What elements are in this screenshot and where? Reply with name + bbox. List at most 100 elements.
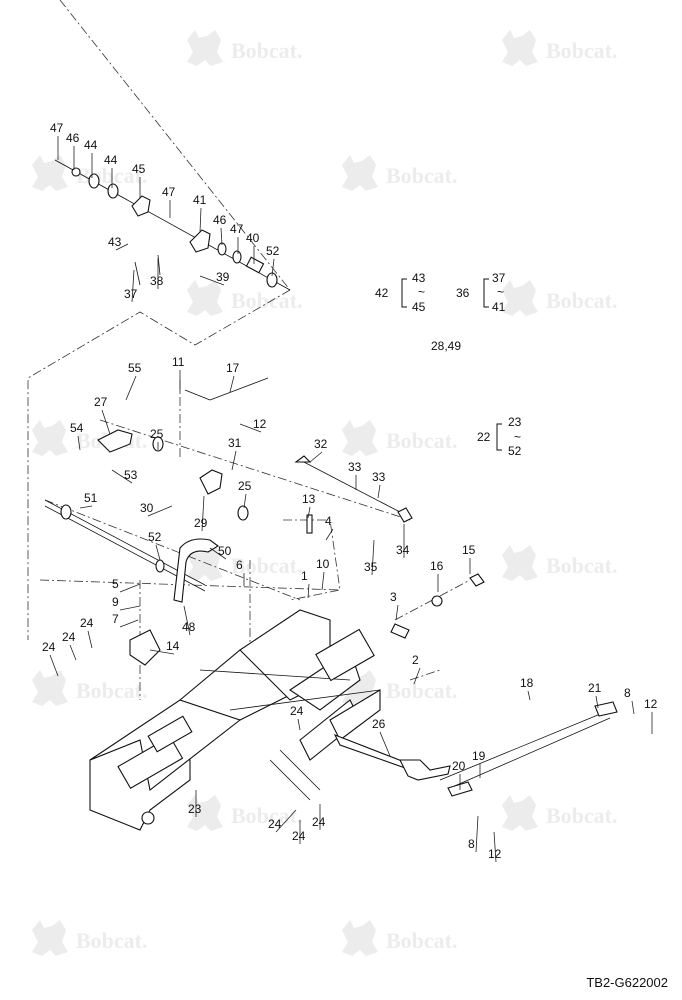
bobcat-logo-icon: [502, 30, 538, 66]
bobcat-watermark: Bobcat.: [342, 670, 458, 706]
leader-line: [111, 469, 133, 484]
group-note: 28,49: [431, 339, 461, 353]
bobcat-watermark: Bobcat.: [502, 30, 618, 66]
callout: 47: [50, 121, 64, 160]
leader-line: [379, 731, 391, 757]
group-22-bottom: 52: [508, 444, 522, 458]
part-number-label: 19: [472, 749, 486, 763]
watermark-text: Bobcat.: [76, 678, 148, 703]
callout: 13: [302, 492, 316, 519]
leader-line: [199, 275, 225, 286]
part-number-label: 52: [266, 244, 280, 258]
part-number-label: 12: [253, 417, 267, 431]
bobcat-watermark: Bobcat.: [502, 545, 618, 581]
callout: 35: [364, 539, 378, 576]
leader-line: [297, 718, 301, 731]
part-number-label: 15: [462, 543, 476, 557]
part-number-label: 5: [112, 577, 119, 591]
callout: 17: [226, 361, 240, 393]
callout: 54: [70, 421, 84, 451]
bobcat-logo-icon: [342, 420, 378, 456]
watermark-text: Bobcat.: [231, 553, 303, 578]
part-number-label: 50: [218, 544, 232, 558]
bobcat-watermark: Bobcat.: [187, 795, 303, 831]
part-number-label: 4: [325, 514, 332, 528]
callout: 2: [412, 653, 421, 685]
leader-line: [631, 700, 635, 715]
part-number-label: 34: [396, 543, 410, 557]
callout: 5: [112, 577, 141, 593]
bobcat-watermark: Bobcat.: [187, 30, 303, 66]
callout: 39: [199, 270, 230, 286]
leader-line: [493, 831, 497, 863]
part-number-label: 24: [268, 817, 282, 831]
part-number-label: 43: [108, 235, 122, 249]
bobcat-logo-icon: [32, 155, 68, 191]
callout: 15: [462, 543, 476, 574]
callout: 46: [213, 213, 227, 246]
part-number-label: 12: [488, 847, 502, 861]
watermark-text: Bobcat.: [546, 288, 618, 313]
leader-line: [309, 451, 323, 463]
callout: 30: [140, 501, 173, 517]
group-36-tilde: ~: [497, 285, 504, 299]
bobcat-watermark: Bobcat.: [187, 280, 303, 316]
leader-line: [413, 667, 421, 685]
callout: 50: [209, 544, 232, 560]
callout: 21: [588, 681, 602, 709]
leader-line: [231, 450, 237, 471]
part-number-label: 1: [301, 569, 308, 583]
part-number-label: 27: [94, 395, 108, 409]
leader-line: [395, 604, 399, 621]
part-number-label: 24: [292, 829, 306, 843]
bobcat-watermark: Bobcat.: [342, 920, 458, 956]
part-number-label: 25: [150, 427, 164, 441]
watermark-text: Bobcat.: [231, 38, 303, 63]
leader-line: [371, 539, 375, 576]
group-42-bottom: 45: [412, 300, 426, 314]
leader-line: [125, 375, 137, 401]
leader-line: [119, 605, 141, 611]
callout: 8: [624, 686, 635, 715]
callout: 3: [390, 590, 399, 621]
watermark-text: Bobcat.: [546, 803, 618, 828]
leader-line: [119, 619, 139, 628]
part-number-label: 16: [430, 559, 444, 573]
leader-line: [307, 506, 311, 519]
part-number-label: 47: [230, 222, 244, 236]
part-number-label: 48: [182, 620, 196, 634]
leader-line: [87, 630, 93, 649]
bobcat-logo-icon: [32, 420, 68, 456]
part-number-label: 37: [124, 287, 138, 301]
part-number-label: 32: [314, 437, 328, 451]
leader-line: [321, 571, 325, 591]
callout: 45: [132, 162, 146, 198]
part-number-label: 9: [112, 595, 119, 609]
leader-line: [209, 547, 227, 560]
leader-line: [155, 544, 161, 561]
part-number-label: 29: [194, 516, 208, 530]
part-number-label: 39: [216, 270, 230, 284]
part-number-label: 40: [246, 231, 260, 245]
callout: 46: [66, 131, 80, 170]
leader-line: [199, 207, 202, 233]
leader-line: [147, 505, 173, 517]
callout: 12: [644, 697, 658, 734]
watermark-text: Bobcat.: [386, 928, 458, 953]
callout: 16: [430, 559, 444, 592]
part-number-label: 24: [290, 704, 304, 718]
bobcat-logo-icon: [342, 920, 378, 956]
callout: 24: [290, 704, 304, 731]
bobcat-logo-icon: [187, 280, 223, 316]
callout: 47: [162, 185, 176, 218]
bobcat-logo-icon: [502, 280, 538, 316]
callout: 51: [79, 491, 98, 509]
bobcat-watermark: Bobcat.: [502, 795, 618, 831]
bobcat-logo-icon: [187, 30, 223, 66]
watermark-text: Bobcat.: [386, 428, 458, 453]
callout: 20: [452, 759, 466, 790]
callout: 40: [246, 231, 260, 264]
part-number-label: 55: [128, 361, 142, 375]
callout: 24: [42, 640, 59, 677]
